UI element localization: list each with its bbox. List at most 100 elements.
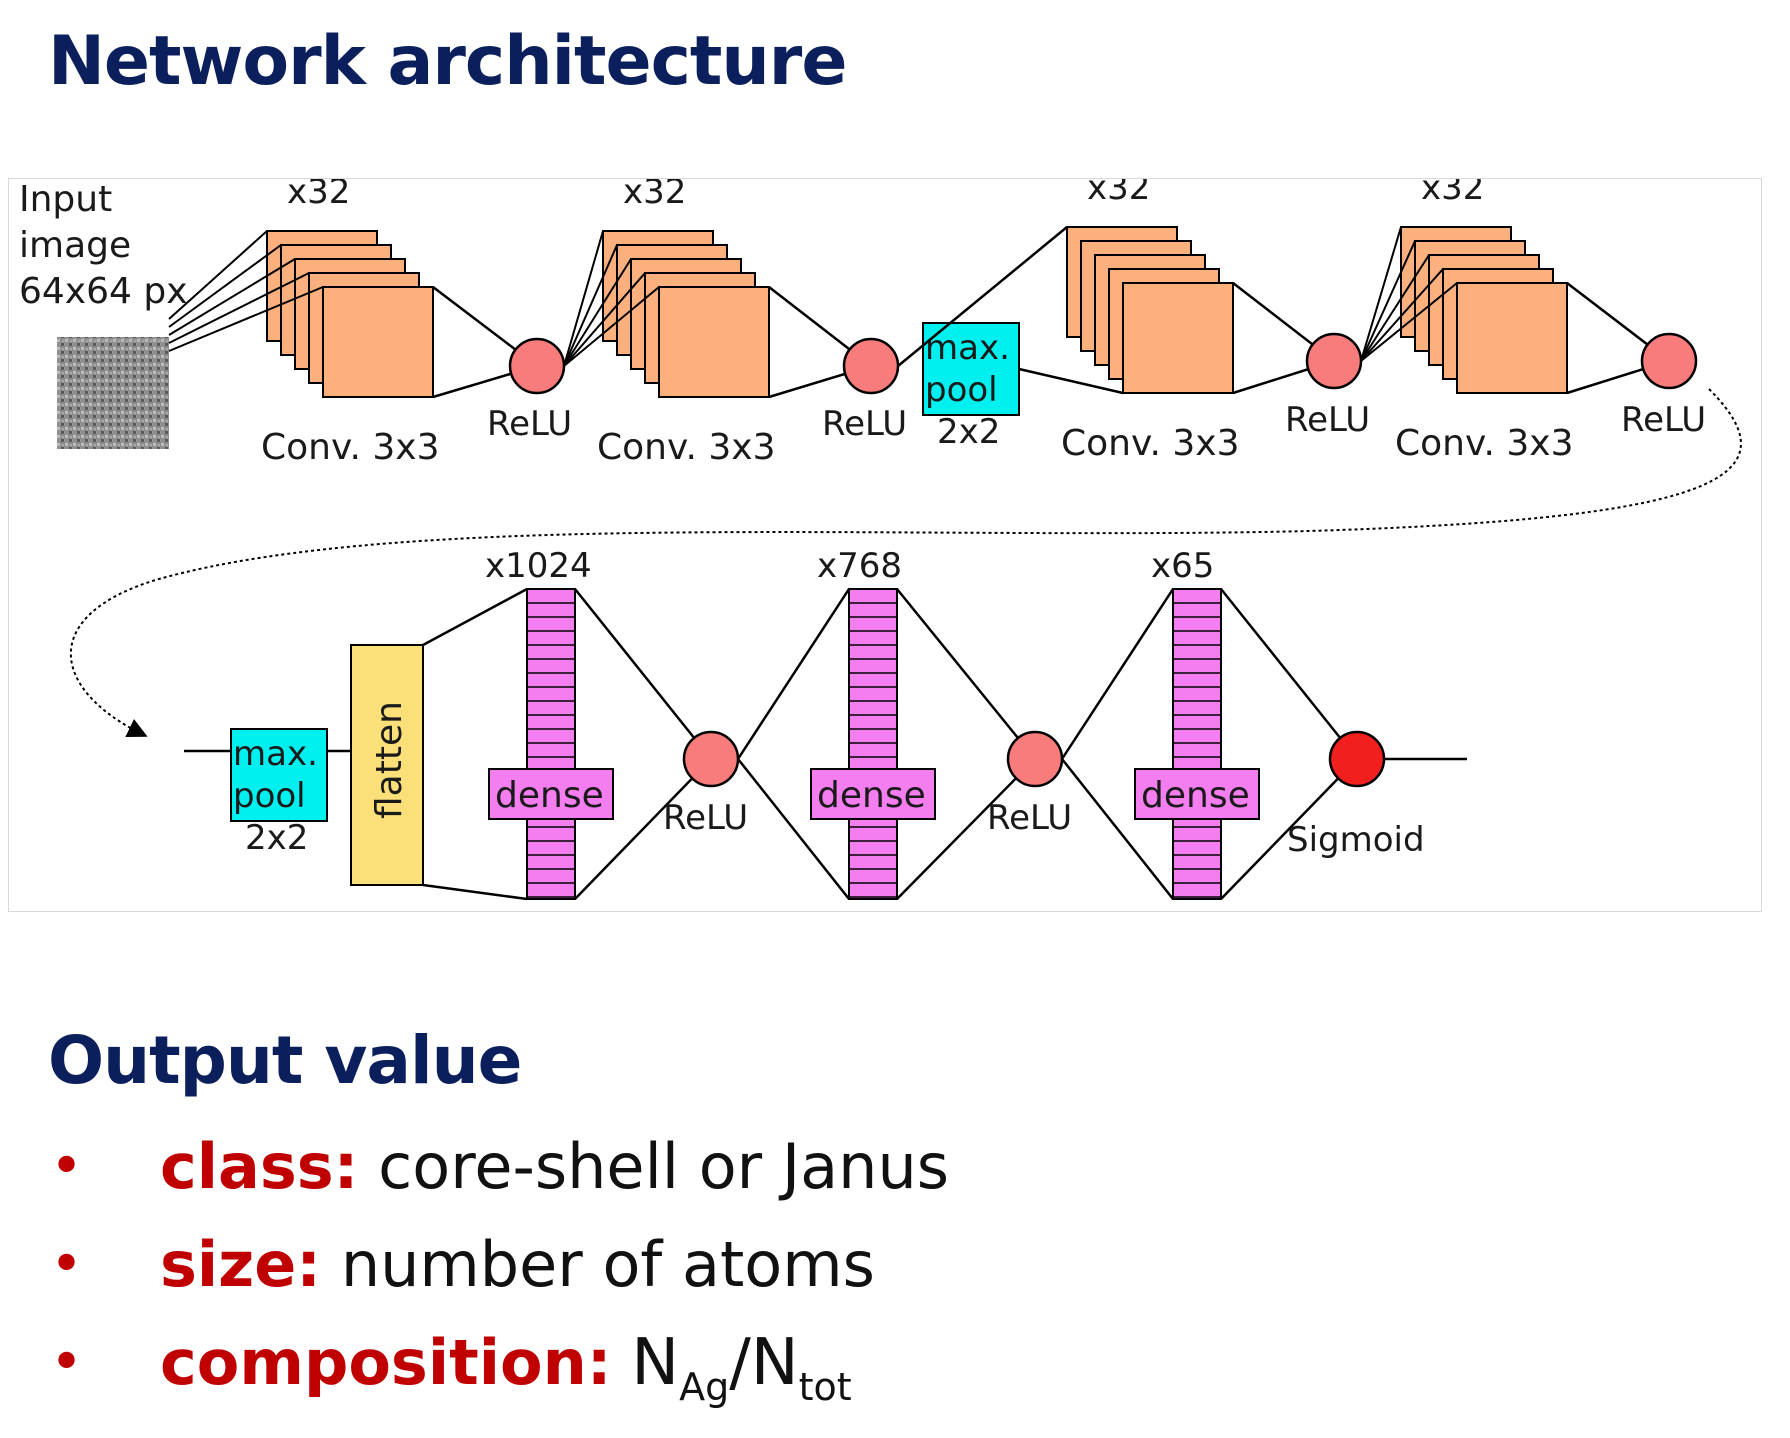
conv-label: Conv. 3x3 bbox=[597, 427, 776, 468]
dense-count-label: x65 bbox=[1151, 546, 1214, 586]
relu-node bbox=[1640, 332, 1698, 390]
connection-line bbox=[1220, 588, 1358, 760]
connection-line bbox=[1360, 254, 1430, 362]
dense-label-box bbox=[488, 768, 614, 820]
connection-line bbox=[897, 226, 1068, 367]
dense-text: dense bbox=[495, 775, 604, 816]
connection-line bbox=[1061, 758, 1174, 900]
pool-size-label: 2x2 bbox=[937, 412, 1000, 452]
connection-line bbox=[574, 758, 712, 900]
numerator: N bbox=[631, 1326, 680, 1400]
output-item-composition: • composition: NAg/Ntot bbox=[48, 1314, 949, 1412]
input-label: image bbox=[19, 225, 131, 266]
connection-line bbox=[896, 588, 1036, 760]
composition-formula: NAg/Ntot bbox=[631, 1326, 852, 1409]
dense-count-label: x1024 bbox=[485, 546, 592, 586]
output-heading: Output value bbox=[48, 1022, 522, 1099]
activation-label: ReLU bbox=[987, 798, 1072, 838]
connection-line bbox=[1018, 367, 1124, 395]
dense-text: dense bbox=[817, 775, 926, 816]
activation-label: ReLU bbox=[822, 404, 907, 444]
relu-node bbox=[1305, 332, 1363, 390]
relu-node bbox=[508, 337, 566, 395]
connection-line bbox=[896, 758, 1036, 900]
connection-line bbox=[574, 588, 712, 760]
dense-count-label: x768 bbox=[817, 546, 902, 586]
connection-line bbox=[168, 286, 324, 352]
activation-label: ReLU bbox=[1621, 400, 1706, 440]
output-item-class: • class: core-shell or Janus bbox=[48, 1118, 949, 1216]
connection-line bbox=[563, 258, 632, 367]
input-label: 64x64 px bbox=[19, 271, 188, 312]
output-term: size: bbox=[160, 1228, 322, 1301]
output-item-size: • size: number of atoms bbox=[48, 1216, 949, 1314]
dense-label-box bbox=[810, 768, 936, 820]
connection-line bbox=[168, 272, 310, 344]
conv-feature-map bbox=[1122, 282, 1234, 394]
connection-line bbox=[422, 587, 528, 647]
flatten-text: flatten bbox=[369, 701, 410, 819]
connection-line bbox=[563, 286, 660, 367]
dense-neuron-column bbox=[1172, 588, 1222, 900]
numerator-subscript: Ag bbox=[679, 1365, 730, 1409]
flatten-box bbox=[350, 644, 424, 886]
output-text: number of atoms bbox=[340, 1228, 875, 1301]
conv-count-label: x32 bbox=[1421, 179, 1484, 208]
conv-label: Conv. 3x3 bbox=[1395, 423, 1574, 464]
activation-label: ReLU bbox=[487, 404, 572, 444]
dense-label-box bbox=[1134, 768, 1260, 820]
connection-line bbox=[422, 883, 528, 901]
input-image bbox=[57, 337, 169, 449]
conv-count-label: x32 bbox=[623, 179, 686, 212]
connection-line bbox=[1360, 240, 1416, 362]
relu-node bbox=[1006, 730, 1064, 788]
activation-label: Sigmoid bbox=[1287, 820, 1425, 860]
output-term: class: bbox=[160, 1130, 359, 1203]
dense-neuron-column bbox=[848, 588, 898, 900]
wrap-arrow bbox=[69, 388, 1742, 738]
conv-count-label: x32 bbox=[287, 179, 350, 212]
connection-line bbox=[563, 272, 646, 367]
conv-feature-map bbox=[658, 286, 770, 398]
connection-line bbox=[736, 588, 851, 760]
pool-size-label: 2x2 bbox=[245, 818, 308, 858]
connection-line bbox=[1220, 758, 1358, 900]
connection-line bbox=[1360, 268, 1444, 362]
relu-node bbox=[682, 730, 740, 788]
bullet-icon: • bbox=[50, 1232, 84, 1297]
bullet-icon: • bbox=[50, 1134, 84, 1199]
denominator-subscript: tot bbox=[798, 1365, 852, 1409]
activation-label: ReLU bbox=[1285, 400, 1370, 440]
conv-label: Conv. 3x3 bbox=[261, 427, 440, 468]
activation-label: ReLU bbox=[663, 798, 748, 838]
connection-line bbox=[168, 244, 282, 328]
pool-text: max. bbox=[233, 734, 318, 774]
connection-line bbox=[1360, 282, 1458, 362]
denominator: N bbox=[750, 1326, 799, 1400]
conv-label: Conv. 3x3 bbox=[1061, 423, 1240, 464]
pool-text: pool bbox=[233, 776, 306, 816]
connection-line bbox=[737, 758, 850, 900]
connection-line bbox=[563, 244, 618, 367]
output-list: • class: core-shell or Janus • size: num… bbox=[48, 1118, 949, 1412]
connection-line bbox=[1060, 588, 1175, 760]
connection-line bbox=[1360, 226, 1402, 362]
connection-line bbox=[563, 230, 604, 367]
bullet-icon: • bbox=[50, 1330, 84, 1395]
conv-feature-map bbox=[322, 286, 434, 398]
conv-count-label: x32 bbox=[1087, 179, 1150, 208]
connection-line bbox=[168, 258, 296, 336]
input-label: Input bbox=[19, 179, 112, 220]
pool-text: max. bbox=[925, 328, 1010, 368]
max-pool-box bbox=[922, 322, 1020, 416]
fraction-slash: / bbox=[729, 1326, 751, 1400]
output-term: composition: bbox=[160, 1326, 612, 1399]
sigmoid-node bbox=[1328, 730, 1386, 788]
output-text: core-shell or Janus bbox=[378, 1130, 950, 1203]
max-pool-box bbox=[230, 728, 328, 822]
dense-text: dense bbox=[1141, 775, 1250, 816]
page-title: Network architecture bbox=[48, 22, 847, 101]
relu-node bbox=[842, 337, 900, 395]
connection-line bbox=[168, 230, 268, 320]
